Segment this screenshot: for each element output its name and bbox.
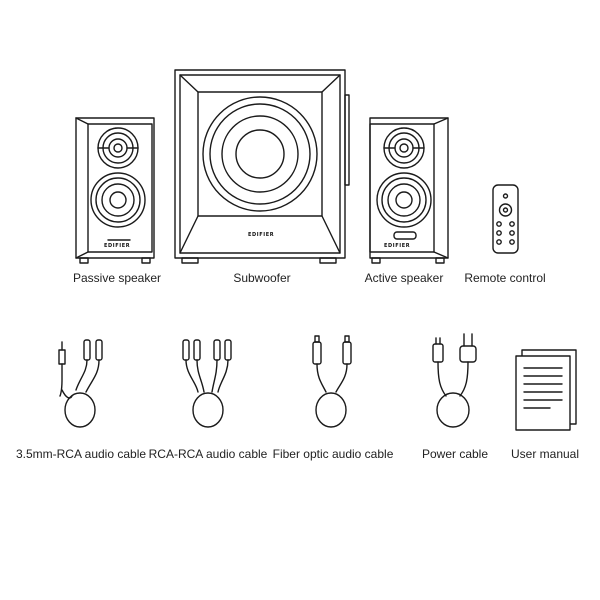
caption-35mm-rca-cable: 3.5mm-RCA audio cable <box>15 447 147 461</box>
subwoofer-illustration <box>174 69 350 264</box>
caption-remote-control: Remote control <box>464 271 546 285</box>
brand-label-subwoofer: EDIFIER <box>248 232 274 238</box>
cable-rca-rca-illustration <box>182 339 232 428</box>
cable-fiber-optic-illustration <box>312 335 352 428</box>
caption-active-speaker: Active speaker <box>364 271 444 285</box>
user-manual-illustration <box>515 349 577 431</box>
active-speaker-illustration <box>369 117 449 264</box>
caption-user-manual: User manual <box>510 447 580 461</box>
caption-passive-speaker: Passive speaker <box>72 271 162 285</box>
brand-label-active: EDIFIER <box>384 243 410 249</box>
passive-speaker-illustration <box>75 117 155 264</box>
caption-power-cable: Power cable <box>421 447 489 461</box>
remote-control-illustration <box>492 184 519 254</box>
caption-fiber-optic-cable: Fiber optic audio cable <box>272 447 394 461</box>
caption-subwoofer: Subwoofer <box>233 271 291 285</box>
brand-label-passive: EDIFIER <box>104 243 130 249</box>
power-cable-illustration <box>432 333 477 428</box>
cable-35mm-rca-illustration <box>58 339 103 428</box>
caption-rca-rca-cable: RCA-RCA audio cable <box>148 447 268 461</box>
